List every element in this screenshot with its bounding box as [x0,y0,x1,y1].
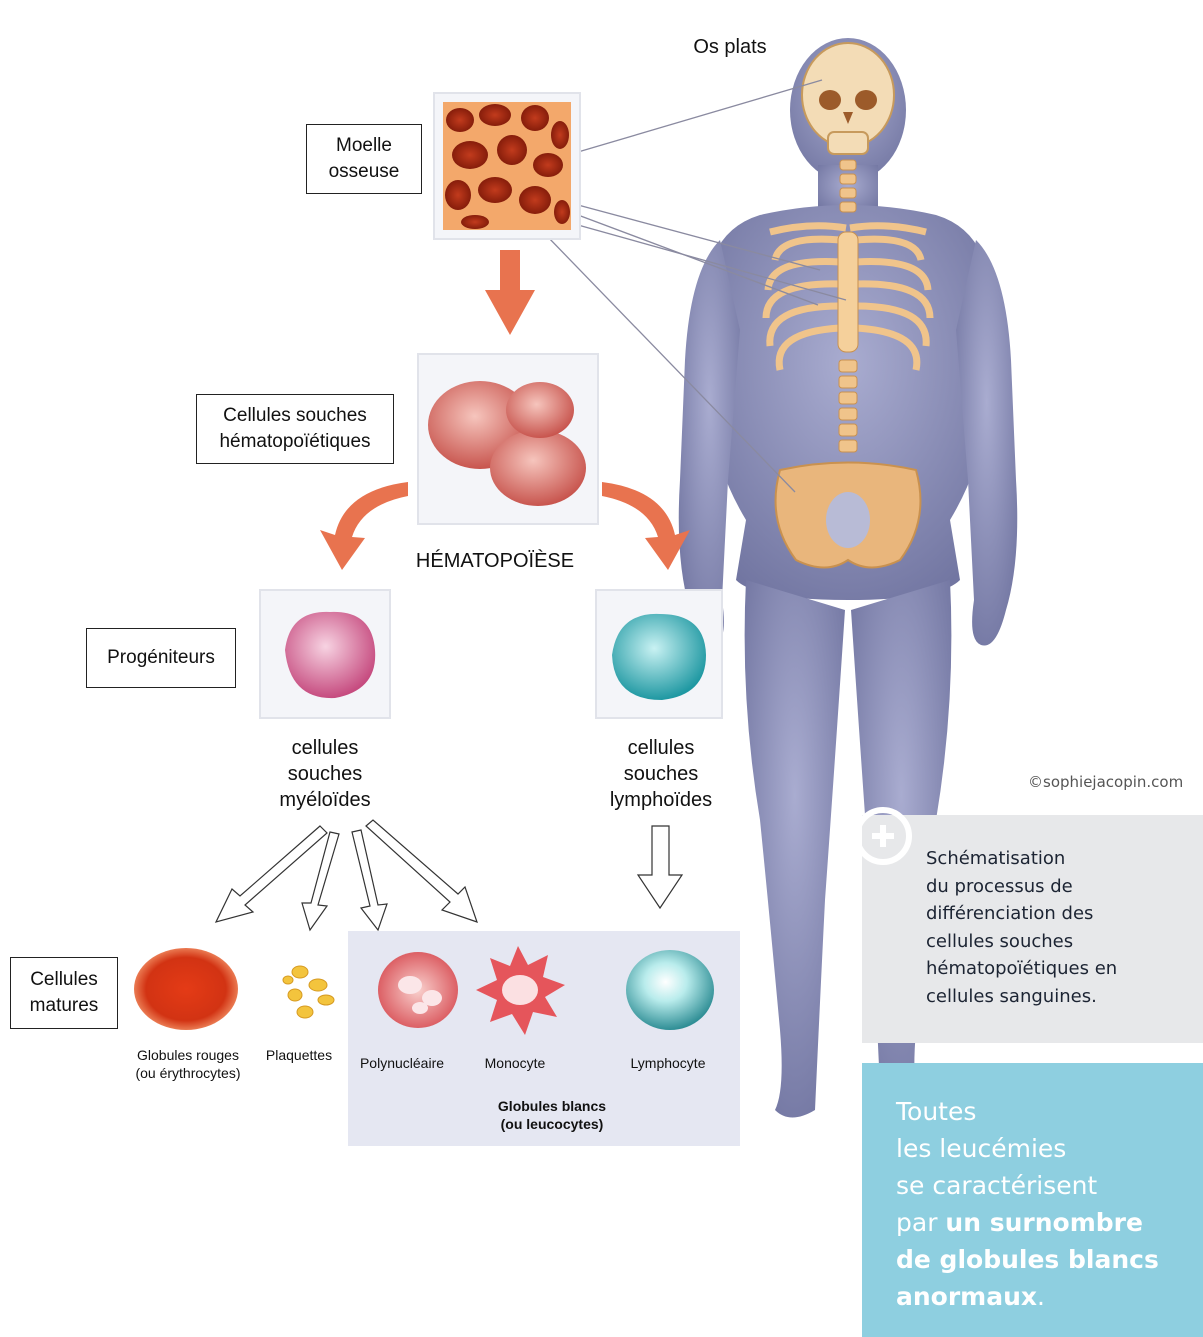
lymphoides-line-2: souches [624,763,699,785]
lymphoid-progenitor-image [596,590,722,718]
callout-text: Toutes les leucémies se caractérisent pa… [896,1093,1159,1315]
matures-line-2: matures [30,995,99,1016]
label-monocyte: Monocyte [470,1054,560,1072]
arrow-down-icon [485,250,535,335]
differentiation-arrows [216,820,682,930]
callout-line-2: les leucémies [896,1134,1066,1163]
globules-rouges-line-1: Globules rouges [137,1047,239,1063]
myeloides-line-2: souches [288,763,363,785]
label-os-plats: Os plats [680,34,780,60]
callout-line-6: anormaux [896,1282,1037,1311]
platelets-image [283,966,334,1018]
red-blood-cell-image [134,948,238,1030]
label-progeniteurs: Progéniteurs [86,628,236,688]
note-line-2: du processus de [926,876,1073,897]
callout-line-6-end: . [1037,1282,1045,1311]
arrow-curved-left-icon [320,482,408,570]
globules-blancs-line-1: Globules blancs [498,1098,606,1114]
stem-cell-image [418,354,598,524]
myeloides-line-1: cellules [292,737,359,759]
polynuclear-image [378,952,458,1028]
cellules-souches-line-1: Cellules souches [223,405,367,426]
label-cellules-matures: Cellules matures [10,957,118,1029]
matures-line-1: Cellules [30,969,98,990]
label-hematopoiese: HÉMATOPOÏÈSE [400,548,590,574]
progeniteurs-text: Progéniteurs [107,645,215,671]
copyright-credit: ©sophiejacopin.com [1028,773,1183,791]
bone-marrow-image [434,93,580,239]
cellules-souches-line-2: hématopoïétiques [219,431,370,452]
arrow-curved-right-icon [602,482,690,570]
note-line-6: cellules sanguines. [926,986,1097,1007]
globules-blancs-line-2: (ou leucocytes) [501,1116,604,1132]
note-line-3: différenciation des [926,903,1093,924]
note-line-4: cellules souches [926,931,1073,952]
label-myeloides: cellules souches myéloïdes [250,735,400,813]
callout-line-4-bold: un surnombre [945,1208,1143,1237]
label-cellules-souches: Cellules souches hématopoïétiques [196,394,394,464]
leukemia-callout: Toutes les leucémies se caractérisent pa… [862,1063,1203,1337]
label-lymphocyte: Lymphocyte [618,1054,718,1072]
myeloid-progenitor-image [260,590,390,718]
label-lymphoides: cellules souches lymphoïdes [586,735,736,813]
note-text: Schématisation du processus de différenc… [926,845,1117,1010]
label-globules-blancs: Globules blancs (ou leucocytes) [478,1097,626,1133]
plus-icon [854,807,912,865]
label-polynucleaire: Polynucléaire [352,1054,452,1072]
myeloides-line-3: myéloïdes [279,789,370,811]
callout-line-4-plain: par [896,1208,945,1237]
callout-line-3: se caractérisent [896,1171,1097,1200]
moelle-line-1: Moelle [336,135,392,156]
lymphocyte-image [626,950,714,1030]
callout-line-1: Toutes [896,1097,976,1126]
info-note-panel: Schématisation du processus de différenc… [862,815,1203,1043]
label-plaquettes: Plaquettes [258,1046,340,1064]
callout-line-5: de globules blancs [896,1245,1159,1274]
lymphoides-line-3: lymphoïdes [610,789,712,811]
globules-rouges-line-2: (ou érythrocytes) [135,1065,240,1081]
label-globules-rouges: Globules rouges (ou érythrocytes) [120,1046,256,1082]
note-line-1: Schématisation [926,848,1065,869]
label-moelle-osseuse: Moelle osseuse [306,124,422,194]
moelle-line-2: osseuse [329,161,400,182]
note-line-5: hématopoïétiques en [926,958,1117,979]
lymphoides-line-1: cellules [628,737,695,759]
